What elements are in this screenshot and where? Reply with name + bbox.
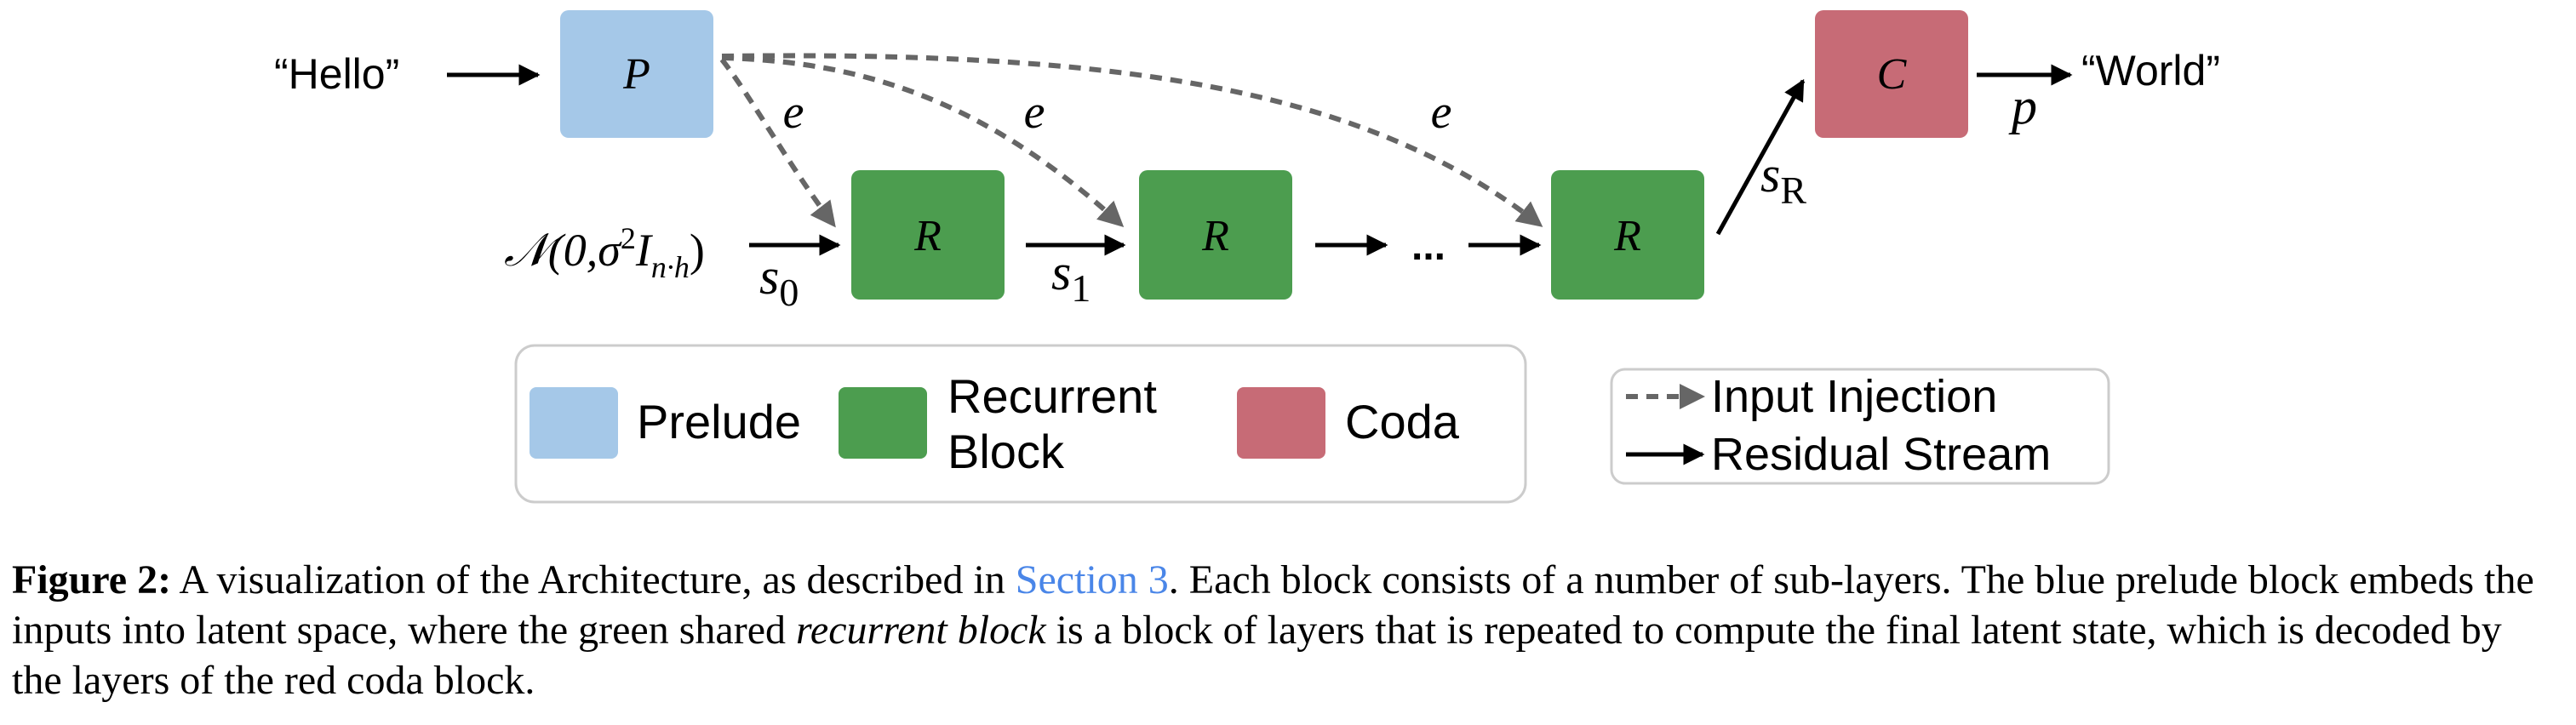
legend-label-coda: Coda [1345,395,1460,448]
s1-subscript: 1 [1071,266,1091,310]
sr-label: sR [1760,146,1806,212]
sr-subscript: R [1780,168,1806,212]
output-text: “World” [2081,47,2220,94]
figure-caption: Figure 2: A visualization of the Archite… [12,555,2557,705]
recurrent-block-1 [851,170,1005,300]
noise-sub: n·h [651,250,690,284]
sr-letter: s [1760,146,1780,203]
caption-text-3: is a block of layers that is repeated to… [12,608,2502,703]
architecture-diagram: “Hello” P e e e 𝒩(0,σ2In·h) s0 R s1 R ..… [274,10,2220,504]
injection-arrow-2 [721,55,1125,228]
caption-section-link[interactable]: Section 3 [1015,557,1169,602]
noise-sup: 2 [621,221,636,255]
input-text: “Hello” [274,50,399,98]
s0-label: s0 [759,248,799,314]
legend-swatch-recurrent [839,387,927,459]
noise-distribution-label: 𝒩(0,σ2In·h) [504,221,705,284]
legend-label-prelude: Prelude [637,395,801,448]
injection-label-3: e [1431,86,1452,139]
block-legend-frame [514,344,1527,504]
caption-text-1: A visualization of the Architecture, as … [171,557,1016,602]
coda-block [1815,10,1968,138]
output-label: p [2008,78,2037,134]
caption-text-2: . Each block consists of a number of sub… [12,557,2534,653]
prelude-block [560,10,713,138]
legend-label-recurrent-line1: Recurrent [947,369,1157,423]
noise-prefix: 𝒩(0,σ [504,225,622,276]
injection-arrow-3 [721,53,1543,228]
recurrent-block-2-label: R [1201,212,1229,260]
coda-block-label: C [1877,50,1908,99]
s1-letter: s [1051,244,1071,300]
legend-residual-stream-label: Residual Stream [1711,429,2051,480]
s0-subscript: 0 [779,271,799,314]
noise-mid: I [635,225,654,276]
recurrent-block-1-label: R [913,212,942,260]
injection-label-2: e [1024,86,1045,139]
s1-label: s1 [1051,244,1091,310]
sr-arrow [1715,78,1806,236]
injection-label-1: e [783,86,804,139]
injection-arrow-1 [719,58,837,228]
recurrent-block-3 [1551,170,1704,300]
caption-figure-label: Figure 2: [12,557,172,602]
prelude-block-label: P [622,50,650,99]
noise-suffix: ) [690,225,705,276]
arrow-legend-frame [1610,368,2110,485]
recurrent-block-3-label: R [1613,212,1641,260]
legend-swatch-coda [1237,387,1325,459]
input-injection-arrows [719,53,1543,228]
s0-letter: s [759,248,779,305]
recurrent-block-2 [1139,170,1292,300]
legend-input-injection-label: Input Injection [1711,371,1997,422]
ellipsis: ... [1411,224,1445,269]
legend-label-recurrent-line2: Block [947,425,1065,478]
caption-emphasis: recurrent block [796,608,1046,653]
legend-swatch-prelude [530,387,618,459]
